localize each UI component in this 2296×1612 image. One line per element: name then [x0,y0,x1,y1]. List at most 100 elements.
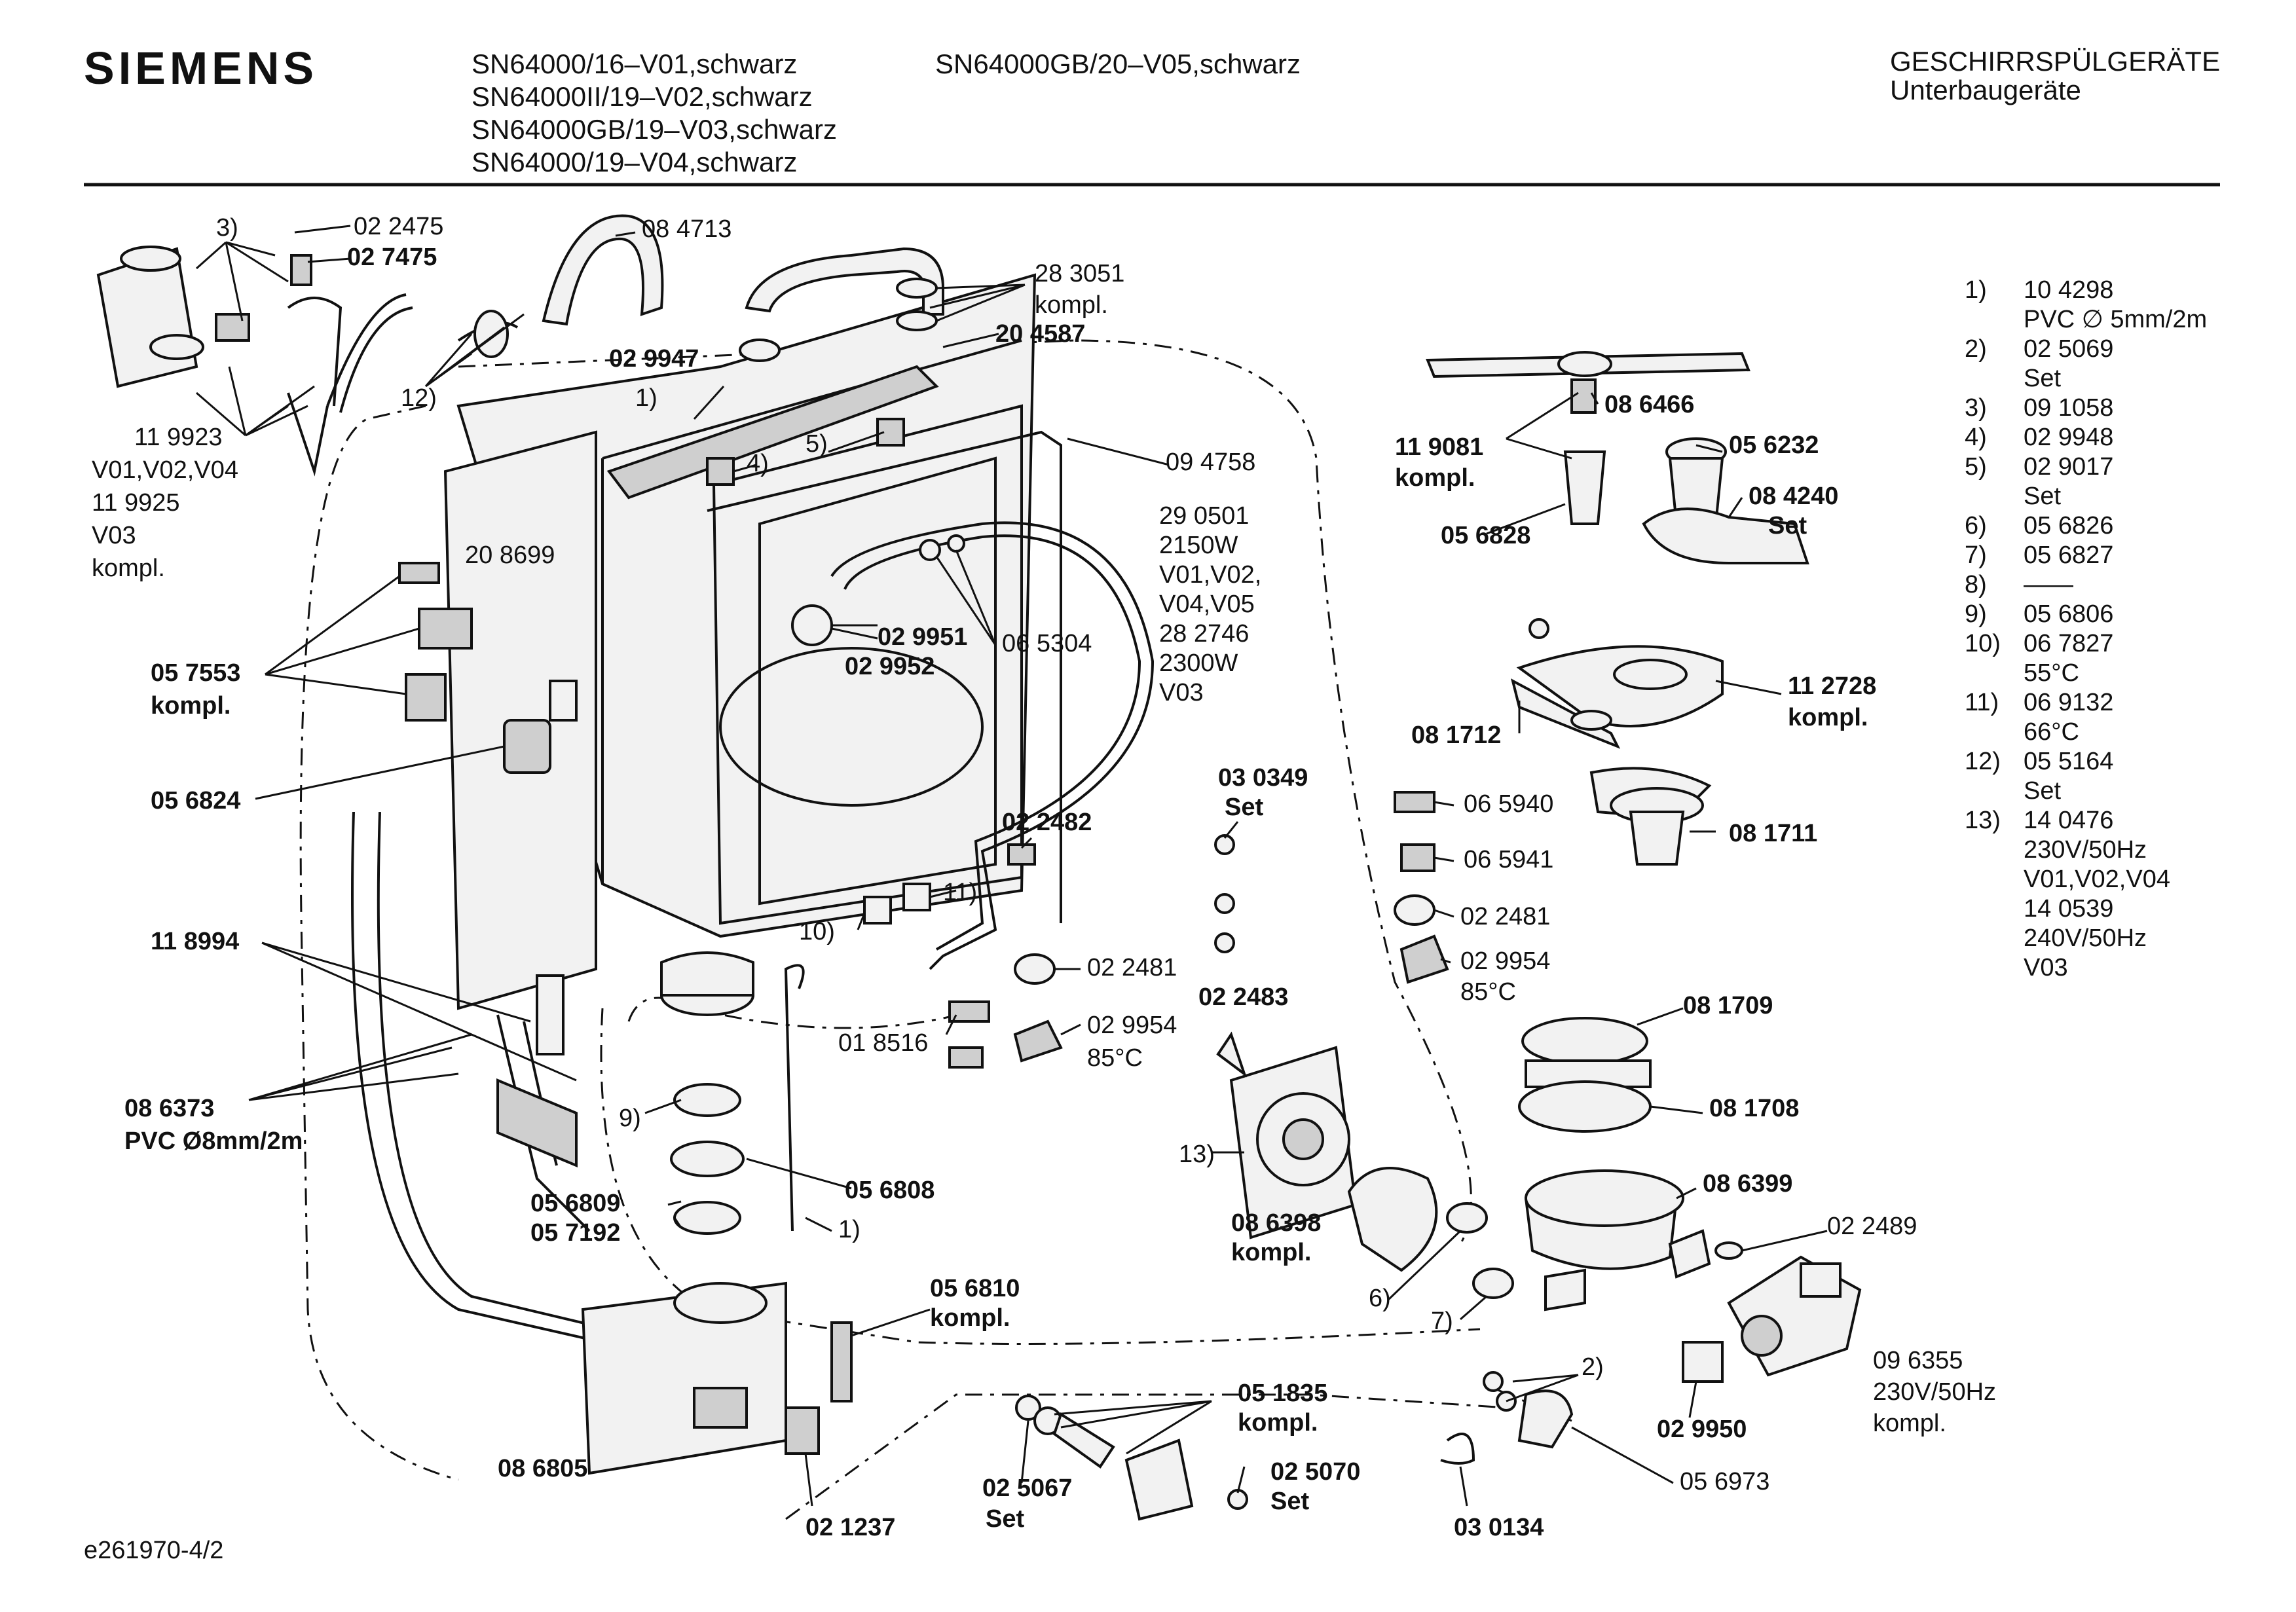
upper-spray-arm [1426,351,1809,564]
label: 02 9951 [878,623,967,651]
model-line-3: SN64000GB/19–V03,schwarz [472,114,837,145]
label: 05 6828 [1441,522,1530,549]
pvc-tube [784,964,805,1232]
label: V04,V05 [1159,591,1255,618]
legend-line: 05 6827 [2024,541,2113,569]
label: 11 9081 [1395,433,1483,461]
circulation-pump-motor [1229,1046,1358,1239]
part-labels: 3) 02 2475 02 7475 08 4713 28 3051 kompl… [92,213,1996,1541]
label: 2) [1582,1353,1604,1381]
label: 03 0134 [1454,1514,1544,1541]
label: 11 9923 [134,424,223,451]
microfilter-08-1711 [1589,767,1712,866]
hose-coupling [496,1078,578,1167]
label: Set [1225,794,1263,821]
legend-num: 5) [1965,453,1987,481]
grommet-02-2481-r [1394,894,1435,926]
label: 29 0501 [1159,502,1249,530]
label: 05 6808 [845,1177,935,1204]
label: 20 4587 [995,320,1085,348]
label: 05 6809 [530,1190,620,1217]
label: 09 6355 [1873,1347,1963,1374]
label: 11 9925 [92,489,180,517]
label: V03 [92,522,136,549]
label: 02 9954 [1460,947,1550,975]
label: 03 0349 [1218,764,1308,792]
label: 05 7192 [530,1219,620,1247]
legend-line: 230V/50Hz [2024,836,2147,864]
model-line-1: SN64000/16–V01,schwarz [472,48,797,79]
drain-pump-09-6355 [1727,1255,1862,1377]
drawing-id: e261970-4/2 [84,1537,223,1564]
seal-02-9950 [1682,1341,1724,1383]
label: kompl. [930,1304,1010,1332]
legend-num: 4) [1965,424,1987,451]
label: 05 6810 [930,1275,1020,1302]
label: 85°C [1087,1044,1143,1072]
legend-line: —— [2024,571,2073,598]
door-seal [707,430,1062,923]
hose-ring [896,310,938,331]
legend-num: 7) [1965,541,1987,569]
o-ring-2 [1483,1371,1504,1392]
label: 02 9950 [1657,1416,1747,1443]
legend-num: 10) [1965,630,2001,657]
label: kompl. [151,692,231,720]
pressure-switch-02-9954 [1013,1019,1063,1063]
pressure-switch-02-9954-r [1399,934,1449,984]
legend-line: PVC ∅ 5mm/2m [2024,306,2207,333]
ring-08-1709 [1521,1017,1648,1065]
label: 02 2475 [354,213,443,240]
part-06-5941 [1400,843,1435,872]
label: kompl. [92,555,165,582]
sensor-05-6810 [830,1321,853,1402]
ring-band [1525,1059,1652,1088]
legend-line: 06 7827 [2024,630,2113,657]
thermostat-11 [902,883,931,911]
part-5-bracket [876,418,905,447]
model-line-2: SN64000II/19–V02,schwarz [472,81,813,112]
part-4 [706,457,735,486]
label: 08 1711 [1729,820,1817,847]
legend-num: 9) [1965,600,1987,628]
grommet-02-9947 [739,339,781,362]
label: 02 2482 [1002,809,1092,836]
legend-line: V03 [2024,954,2068,981]
appliance-category: GESCHIRRSPÜLGERÄTE [1890,46,2220,77]
legend-line: 06 9132 [2024,689,2113,716]
label: 02 1237 [805,1514,895,1541]
label: 08 6466 [1604,391,1694,418]
softener-container [96,246,413,477]
legend-line: 14 0539 [2024,895,2113,923]
label: 06 5304 [1002,630,1092,657]
label: 01 8516 [838,1029,928,1057]
label: 05 6824 [151,787,240,815]
label: V03 [1159,679,1204,706]
appliance-subcategory: Unterbaugeräte [1890,75,2081,105]
legend-line: Set [2024,777,2061,805]
label: 08 1709 [1683,992,1773,1019]
hose-bracket [542,214,664,326]
grommet-02-9951 [791,604,833,646]
label: 08 1708 [1709,1095,1799,1122]
ring-08-1708 [1518,1080,1652,1133]
legend-line: 09 1058 [2024,394,2113,422]
label: 02 2489 [1827,1213,1917,1240]
legend-num: 8) [1965,571,1987,598]
label: 05 7553 [151,659,240,687]
clip [948,1046,984,1069]
label: 02 9952 [845,653,935,680]
label: 9) [619,1105,641,1132]
drain-elbow-05-6973 [1517,1389,1574,1449]
legend-line: 02 5069 [2024,335,2113,363]
legend-num: 11) [1965,689,1999,716]
legend-line: 05 6826 [2024,512,2113,540]
label: 11 2728 [1788,672,1876,700]
label: 6) [1369,1285,1391,1312]
label: Set [1768,512,1807,540]
label: 13) [1179,1141,1215,1168]
part-06-5940 [1394,791,1435,813]
legend-line: 10 4298 [2024,276,2113,304]
sump-and-rings [660,951,754,1235]
label: 1) [635,384,657,412]
